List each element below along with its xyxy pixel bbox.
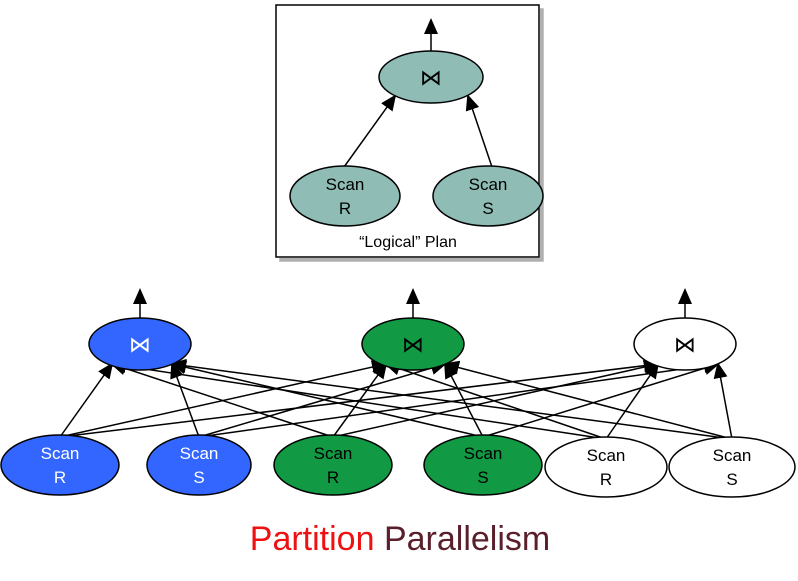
edge-scan-r1-to-join1 — [59, 362, 114, 438]
logical-plan-caption: “Logical” Plan — [359, 234, 457, 251]
logical-join-node: ⋈ — [378, 50, 484, 104]
edge-scan-s3-to-join2 — [443, 360, 733, 440]
scan-label: Scan — [41, 444, 80, 463]
scan-label: Scan — [314, 444, 353, 463]
edge-scan-s1-to-join1 — [170, 362, 200, 438]
join-icon: ⋈ — [420, 66, 442, 91]
edge-scan-s2-to-join3 — [482, 361, 720, 438]
partition-2: ⋈ Scan R Scan S — [273, 317, 543, 496]
edge-scan-s2-to-join2 — [444, 362, 484, 438]
join-icon: ⋈ — [402, 333, 424, 358]
diagram-title: Partition Parallelism — [250, 520, 550, 558]
scan-r-node-1: Scan R — [0, 434, 120, 496]
edge-scan-s1-to-join2 — [198, 361, 447, 438]
scan-s-node-1: Scan S — [146, 434, 252, 496]
logical-scan-r-node: Scan R — [289, 165, 401, 227]
scan-s-node-3: Scan S — [668, 436, 796, 498]
relation-label: R — [600, 470, 612, 489]
scan-label: Scan — [587, 446, 626, 465]
partition-3: ⋈ Scan R Scan S — [544, 317, 796, 498]
scan-label: Scan — [713, 446, 752, 465]
relation-label: R — [339, 199, 351, 218]
join-node-1: ⋈ — [88, 317, 192, 371]
edge-scan-r3-to-join1 — [110, 359, 607, 440]
edge-scan-r2-to-join2 — [332, 362, 388, 438]
scan-label: Scan — [326, 175, 365, 194]
title-word-partition: Partition — [250, 520, 375, 558]
relation-label: S — [193, 468, 204, 487]
edge-scan-r3-to-join2 — [384, 361, 607, 440]
edge-scan-r2-to-join3 — [332, 360, 660, 438]
partition-1: ⋈ Scan R Scan S — [0, 317, 252, 496]
edge-scan-r3-to-join3 — [605, 362, 660, 440]
relation-label: S — [482, 199, 493, 218]
title-word-parallelism: Parallelism — [384, 520, 550, 558]
edge-scan-r2-to-join1 — [110, 361, 334, 438]
relation-label: S — [726, 470, 737, 489]
partition-edges — [59, 358, 733, 440]
logical-edge-s — [465, 94, 493, 168]
relation-label: R — [327, 468, 339, 487]
scan-label: Scan — [469, 175, 508, 194]
scan-label: Scan — [464, 444, 503, 463]
edge-scan-s3-to-join1 — [170, 358, 733, 440]
join-node-3: ⋈ — [633, 317, 737, 371]
relation-label: R — [54, 468, 66, 487]
scan-r-node-2: Scan R — [273, 434, 393, 496]
join-node-2: ⋈ — [361, 317, 465, 371]
join-icon: ⋈ — [129, 333, 151, 358]
logical-scan-s-node: Scan S — [432, 165, 544, 227]
logical-edge-r — [343, 94, 397, 168]
scan-r-node-3: Scan R — [544, 436, 668, 498]
join-icon: ⋈ — [674, 333, 696, 358]
edge-scan-s2-to-join1 — [170, 360, 484, 438]
relation-label: S — [477, 468, 488, 487]
edge-scan-s1-to-join3 — [198, 359, 720, 438]
edge-scan-s3-to-join3 — [713, 362, 733, 440]
scan-label: Scan — [180, 444, 219, 463]
logical-plan-box: ⋈ Scan R Scan S “Logical” Plan — [275, 4, 544, 258]
scan-s-node-2: Scan S — [423, 434, 543, 496]
partition-output-arrows — [133, 288, 692, 318]
